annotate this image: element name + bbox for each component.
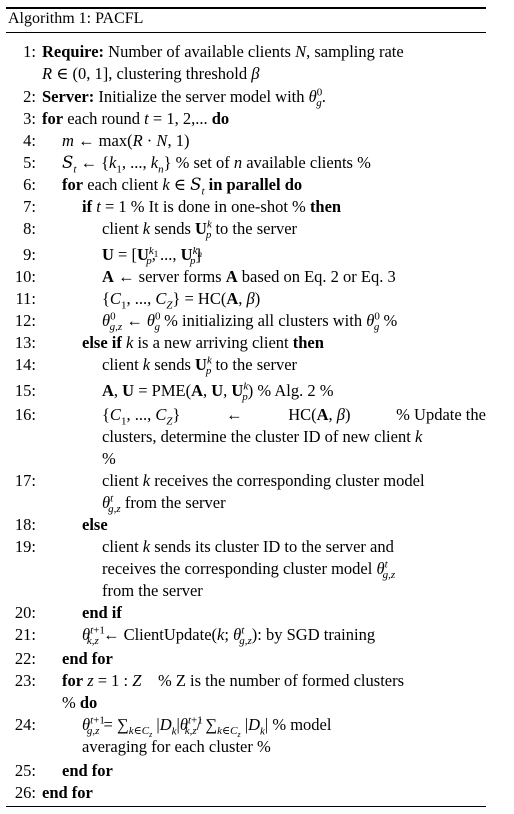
algo-line-1: 1: Require: Number of available clients … (6, 41, 486, 85)
line-number: 9: (23, 245, 36, 264)
line-number: 8: (23, 219, 36, 238)
line-number: 3: (23, 109, 36, 128)
line-number: 5: (23, 153, 36, 172)
bottom-rule (6, 806, 486, 807)
keyword-for: for (62, 671, 84, 690)
keyword-end-if: end if (82, 603, 122, 622)
line-text: % Z is the number of formed clusters (157, 671, 405, 690)
keyword-if: if (82, 197, 93, 216)
keyword-then: then (309, 197, 342, 216)
line-number: 23: (14, 671, 36, 690)
line-text: client (102, 537, 139, 556)
line-text: % (62, 693, 76, 712)
line-number: 12: (14, 311, 36, 330)
line-text: to the server (215, 219, 298, 238)
line-text: averaging for each cluster % (82, 737, 271, 756)
line-text: clustering threshold (116, 64, 248, 83)
line-text: based on Eq. 2 or Eq. 3 (241, 267, 396, 286)
line-number: 14: (14, 355, 36, 374)
line-text: : by SGD training (257, 625, 376, 644)
line-text: % (102, 449, 116, 468)
line-text: to the server (215, 355, 298, 374)
keyword-end-for: end for (62, 649, 113, 668)
line-number: 16: (14, 405, 36, 424)
line-number: 7: (23, 197, 36, 216)
keyword-server: Server: (42, 87, 95, 106)
algo-line-19: 19: client k sends its cluster ID to the… (6, 536, 486, 602)
line-number: 6: (23, 175, 36, 194)
keyword-do: do (79, 693, 98, 712)
line-text: client (102, 471, 139, 490)
keyword-do: do (211, 109, 230, 128)
line-text: % Alg. 2 % (257, 381, 334, 400)
line-text: each round (67, 109, 141, 128)
line-text: , sampling rate (306, 42, 404, 61)
keyword-for: for (42, 109, 64, 128)
line-text: server forms (138, 267, 222, 286)
algo-line-16: 16: {C1, ..., CZ}←HC(A, β)% Update the c… (6, 404, 486, 470)
line-text: from the server (102, 581, 203, 600)
line-number: 13: (14, 333, 36, 352)
keyword-for: for (62, 175, 84, 194)
line-number: 18: (14, 515, 36, 534)
line-number: 1: (23, 42, 36, 61)
keyword-in-parallel-do: in parallel do (208, 175, 303, 194)
line-number: 10: (14, 267, 36, 286)
line-number: 4: (23, 131, 36, 150)
line-number: 22: (14, 649, 36, 668)
line-number: 19: (14, 537, 36, 556)
keyword-end-for: end for (42, 783, 93, 802)
line-text: sends (154, 355, 191, 374)
line-text: client (102, 219, 139, 238)
line-text: client (102, 355, 139, 374)
algorithm-caption: Algorithm 1: PACFL (8, 10, 144, 27)
line-text: clusters, determine the cluster ID of ne… (102, 427, 411, 446)
keyword-else: else (82, 515, 108, 534)
line-text: % initializing all clusters with (164, 311, 363, 330)
line-number: 17: (14, 471, 36, 490)
line-text: sends its cluster ID to the server and (154, 537, 394, 556)
algo-line-23: 23: for z = 1 : Z % Z is the number of f… (6, 670, 486, 714)
top-rule (6, 7, 486, 9)
keyword-end-for: end for (62, 761, 113, 780)
line-text: available clients % (246, 153, 371, 172)
keyword-then: then (292, 333, 324, 352)
line-text: Initialize the server model with (98, 87, 305, 106)
line-text: receives the corresponding cluster model (102, 559, 373, 578)
line-number: 2: (23, 87, 36, 106)
caption-rule (6, 32, 486, 33)
keyword-else-if: else if (82, 333, 122, 352)
line-number: 25: (14, 761, 36, 780)
line-text: % model (272, 715, 332, 734)
line-text: each client (87, 175, 159, 194)
line-number: 11: (15, 289, 36, 308)
line-number: 15: (14, 381, 36, 400)
algo-line-24: 24: θt+1g,z = ∑k∈Cz |Dk|θt+1k,z/ ∑k∈Cz |… (6, 714, 486, 758)
line-text: from the server (124, 493, 226, 512)
line-text: is a new arriving client (137, 333, 289, 352)
keyword-require: Require: (42, 42, 105, 61)
line-text: % It is done in one-shot % (130, 197, 306, 216)
line-text: % set of (175, 153, 230, 172)
line-number: 24: (14, 715, 36, 734)
line-text: sends (154, 219, 191, 238)
line-text: receives the corresponding cluster model (154, 471, 425, 490)
line-number: 26: (14, 783, 36, 802)
algo-line-17: 17: client k receives the corresponding … (6, 470, 486, 515)
line-number: 21: (14, 625, 36, 644)
line-text: % Update the (396, 405, 486, 424)
line-number: 20: (14, 603, 36, 622)
line-text: Number of available clients (108, 42, 291, 61)
